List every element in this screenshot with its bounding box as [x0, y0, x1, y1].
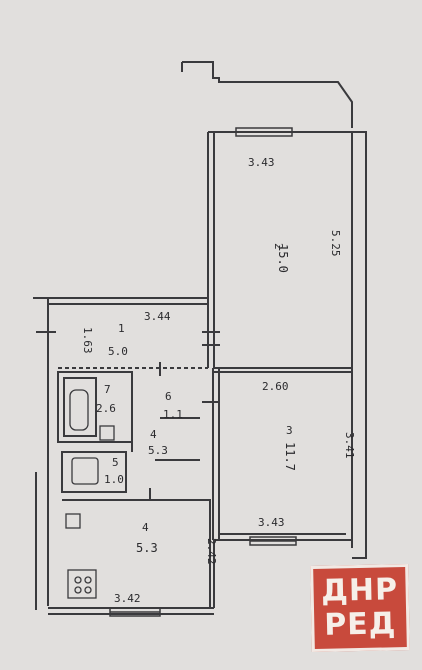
kitchen-side-dim: 2.42 — [205, 538, 218, 565]
hall-number: 4 — [150, 428, 157, 441]
room3-width: 3.43 — [258, 516, 285, 529]
kitchen-width: 3.42 — [114, 592, 141, 605]
left-side-dim: 1.63 — [81, 327, 94, 354]
room2-area: 15.0 — [276, 244, 290, 273]
room1-area: 5.0 — [108, 345, 128, 358]
room2-number: 2 — [272, 243, 285, 250]
room3-area: 11.7 — [283, 442, 297, 471]
room1-number: 1 — [118, 322, 125, 335]
closet-number: 6 — [165, 390, 172, 403]
room3-number: 3 — [286, 424, 293, 437]
kitchen-area: 5.3 — [136, 541, 158, 555]
door-marks — [36, 331, 220, 500]
room2-length: 5.25 — [329, 230, 342, 257]
small-room-number: 5 — [112, 456, 119, 469]
small-room-area: 1.0 — [104, 473, 124, 486]
room-labels: 3.43 2 15.0 5.25 3.44 1 5.0 1.63 7 2.6 6… — [81, 156, 356, 605]
room3-marker: 2.60 — [262, 380, 289, 393]
windows — [109, 127, 297, 617]
corridor-width: 3.44 — [144, 310, 171, 323]
room3-length: 3.41 — [343, 432, 356, 459]
hall-area: 5.3 — [148, 444, 168, 457]
bath-number: 7 — [104, 383, 111, 396]
bath-area: 2.6 — [96, 402, 116, 415]
top-window-width: 3.43 — [248, 156, 275, 169]
closet-area: 1.1 — [163, 408, 183, 421]
fixtures — [65, 389, 115, 599]
watermark-line-2: РЕД — [323, 606, 397, 643]
kitchen-number: 4 — [142, 521, 149, 534]
watermark-logo: ДНР РЕД — [310, 563, 410, 653]
watermark-line-1: ДНР — [320, 572, 399, 609]
